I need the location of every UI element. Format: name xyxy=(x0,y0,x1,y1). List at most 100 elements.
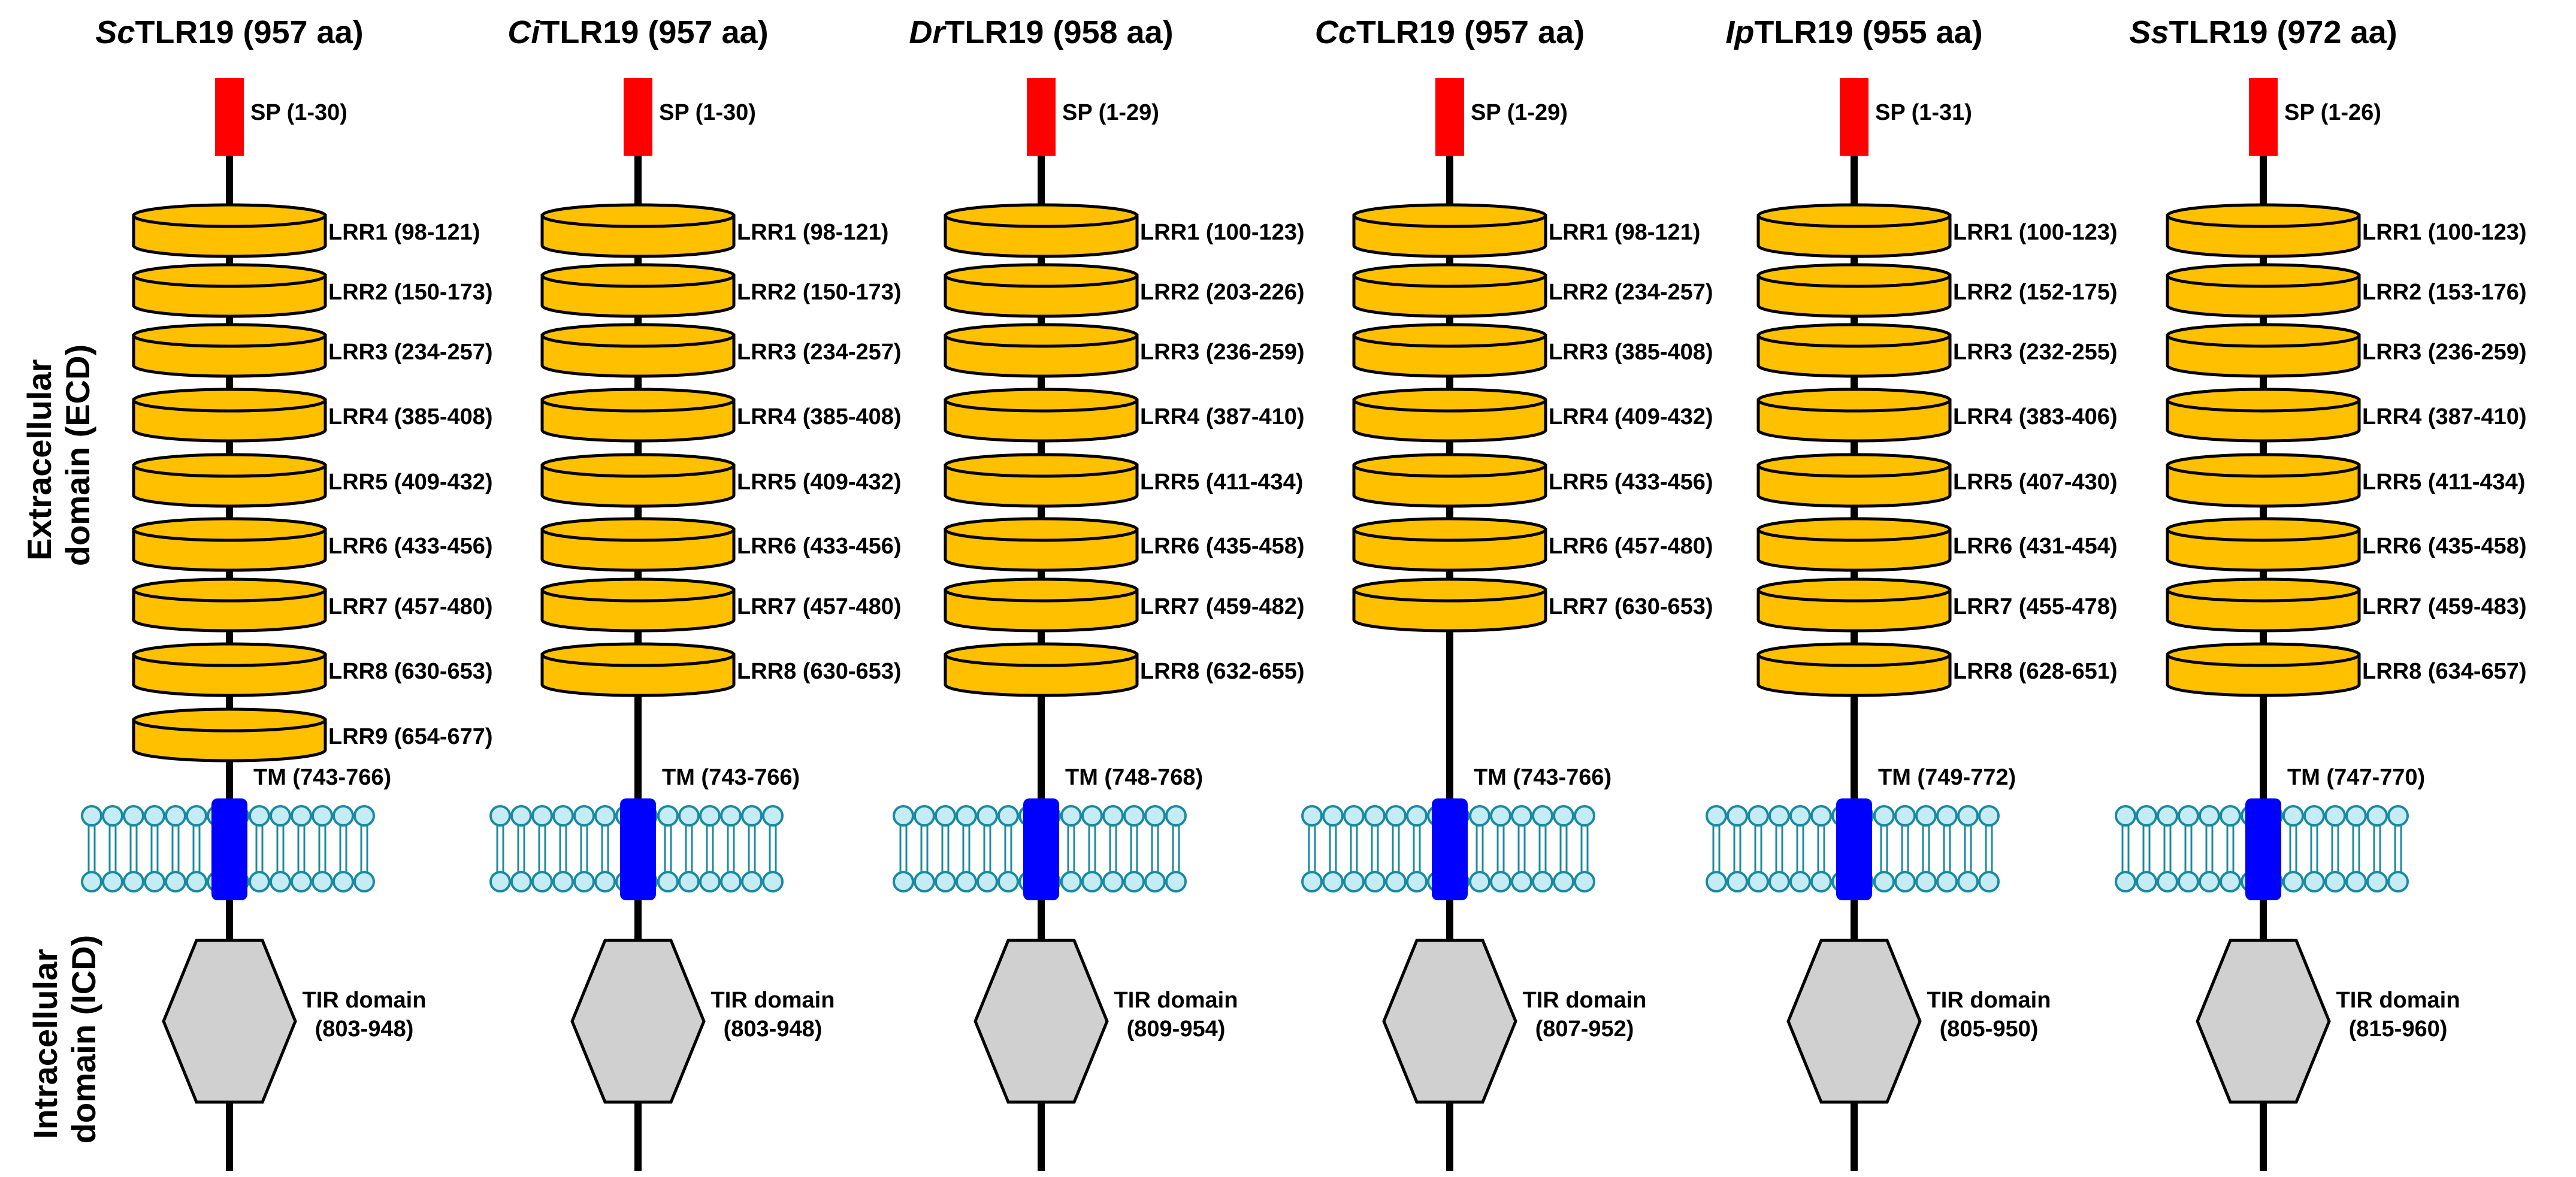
lrr-disk-top xyxy=(944,577,1139,603)
lipid-head xyxy=(332,805,354,827)
lrr-disk-top xyxy=(2166,577,2361,603)
lrr-label: LRR5 (407-430) xyxy=(1953,470,2118,495)
signal-peptide-label: SP (1-30) xyxy=(659,100,756,125)
lrr-disk-top xyxy=(1756,388,1952,413)
lipid-head xyxy=(531,871,553,892)
lrr-disk-top xyxy=(132,707,327,733)
tir-label-line1: TIR domain xyxy=(303,988,427,1013)
lipid-head xyxy=(1810,805,1832,827)
lrr-label: LRR5 (409-432) xyxy=(737,470,902,495)
lrr-disk-top xyxy=(1352,203,1547,228)
lrr-label: LRR8 (630-653) xyxy=(737,659,902,684)
protein-title-name: TLR19 (957 aa) xyxy=(540,14,768,50)
lrr-domain: LRR2 (203-226) xyxy=(944,263,1305,318)
lrr-label: LRR1 (100-123) xyxy=(1140,220,1305,245)
transmembrane-label: TM (748-768) xyxy=(1065,765,1203,790)
tir-label: TIR domain(807-952) xyxy=(1523,988,1647,1042)
protein-columns: ScTLR19 (957 aa)SP (1-30)LRR1 (98-121)LR… xyxy=(81,14,2527,1171)
lrr-domain: LRR7 (457-480) xyxy=(132,577,493,633)
lipid-head xyxy=(123,871,144,892)
lipid-head xyxy=(1978,871,2000,892)
lipid-head xyxy=(1574,805,1595,827)
lipid-head xyxy=(186,871,207,892)
lipid-head xyxy=(552,805,574,827)
lrr-label: LRR7 (459-482) xyxy=(1140,594,1305,619)
lrr-domain: LRR3 (385-408) xyxy=(1352,323,1713,378)
side-labels: Extracellular domain (ECD) Intracellular… xyxy=(20,344,102,1143)
lrr-domain: LRR6 (435-458) xyxy=(944,517,1305,572)
lrr-label: LRR6 (433-456) xyxy=(737,534,902,559)
lrr-disk-top xyxy=(132,577,327,603)
lrr-domain: LRR5 (409-432) xyxy=(540,453,902,508)
signal-peptide-label: SP (1-31) xyxy=(1875,100,1972,125)
lrr-disk-top xyxy=(944,388,1139,413)
icd-label-line2: domain (ICD) xyxy=(65,935,102,1143)
lrr-domain: LRR6 (433-456) xyxy=(540,517,902,572)
lrr-disk-top xyxy=(2166,642,2361,667)
lrr-disk-top xyxy=(540,388,736,413)
lipid-head xyxy=(2178,805,2199,827)
icd-label: Intracellular domain (ICD) xyxy=(26,935,102,1143)
lipid-head xyxy=(123,805,144,827)
ecd-label-line2: domain (ECD) xyxy=(59,344,96,566)
transmembrane-label: TM (743-766) xyxy=(1474,765,1611,790)
lrr-label: LRR9 (654-677) xyxy=(328,724,493,749)
signal-peptide-label: SP (1-30) xyxy=(250,100,347,125)
lipid-head xyxy=(270,805,291,827)
lipid-head xyxy=(1706,805,1727,827)
lipid-head xyxy=(1165,805,1187,827)
lrr-disk-top xyxy=(1756,323,1952,348)
transmembrane-label: TM (743-766) xyxy=(253,765,391,790)
lipid-head xyxy=(1574,871,1595,892)
lrr-disk-top xyxy=(944,203,1139,228)
lipid-head xyxy=(2345,871,2367,892)
lipid-head xyxy=(312,871,333,892)
lrr-label: LRR5 (411-434) xyxy=(1140,470,1303,495)
protein-title: IpTLR19 (955 aa) xyxy=(1725,14,1982,50)
lrr-label: LRR2 (153-176) xyxy=(2362,280,2527,305)
lipid-head xyxy=(976,871,998,892)
lipid-head xyxy=(1364,871,1386,892)
lipid-head xyxy=(2157,871,2178,892)
tir-label-line2: (809-954) xyxy=(1127,1016,1226,1042)
lrr-disk-top xyxy=(1352,388,1547,413)
lrr-label: LRR6 (433-456) xyxy=(328,534,493,559)
lrr-label: LRR7 (459-483) xyxy=(2362,594,2527,619)
lrr-label: LRR4 (385-408) xyxy=(328,404,493,429)
lrr-disk-top xyxy=(944,453,1139,478)
lrr-label: LRR7 (630-653) xyxy=(1549,594,1713,619)
lipid-head xyxy=(1768,871,1790,892)
lrr-label: LRR3 (385-408) xyxy=(1549,340,1713,365)
lrr-domain: LRR2 (152-175) xyxy=(1756,263,2118,318)
lipid-head xyxy=(935,871,956,892)
tir-label-line1: TIR domain xyxy=(1114,988,1238,1013)
lrr-domain: LRR4 (387-410) xyxy=(2166,388,2527,443)
lipid-head xyxy=(1385,871,1407,892)
lrr-label: LRR7 (457-480) xyxy=(737,594,902,619)
lipid-head xyxy=(81,871,102,892)
lrr-label: LRR4 (385-408) xyxy=(737,404,902,429)
lrr-label: LRR3 (234-257) xyxy=(328,340,493,365)
lipid-head xyxy=(1727,871,1748,892)
lipid-head xyxy=(956,871,977,892)
signal-peptide-label: SP (1-29) xyxy=(1471,100,1568,125)
tir-label-line2: (803-948) xyxy=(315,1016,414,1042)
lipid-head xyxy=(893,871,914,892)
lrr-domain: LRR6 (435-458) xyxy=(2166,517,2527,572)
lipid-head xyxy=(762,805,784,827)
protein-title-species: Dr xyxy=(909,14,947,50)
lipid-head xyxy=(1144,871,1166,892)
lipid-head xyxy=(1747,805,1769,827)
lipid-head xyxy=(1532,871,1553,892)
lrr-label: LRR5 (409-432) xyxy=(328,470,493,495)
lrr-disk-top xyxy=(132,517,327,542)
lipid-head xyxy=(2303,871,2325,892)
lrr-label: LRR4 (387-410) xyxy=(1140,404,1305,429)
lipid-head xyxy=(1789,871,1811,892)
lipid-head xyxy=(2387,871,2409,892)
lipid-head xyxy=(291,805,312,827)
lipid-head xyxy=(531,805,553,827)
transmembrane-domain xyxy=(211,798,247,900)
lipid-head xyxy=(2199,871,2220,892)
lrr-disk-top xyxy=(540,203,736,228)
